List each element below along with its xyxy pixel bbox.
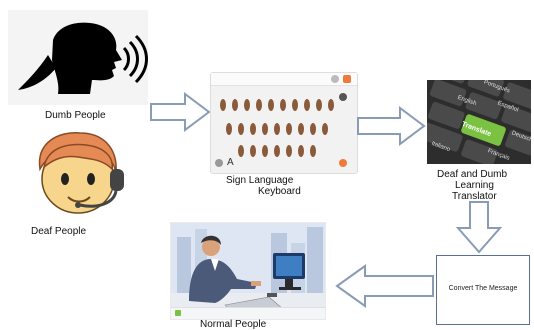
keyboard-key-letter: A [227, 157, 234, 168]
normal-people-node: Normal People [170, 222, 326, 330]
deaf-person-headset-icon [38, 132, 124, 214]
translate-keyboard-image: Português English Español Translate Deut… [427, 80, 531, 164]
arrow-to-keyboard [150, 92, 211, 132]
arrow-to-normal-people [335, 264, 434, 308]
sign-language-keyboard-node: A Sign Language Keyboard [210, 72, 358, 198]
translator-node: Português English Español Translate Deut… [427, 80, 531, 204]
dumb-people-node: Dumb People [8, 10, 148, 122]
convert-message-box: Convert The Message [436, 255, 530, 325]
speaking-head-icon [8, 10, 148, 105]
translator-label-line1: Deaf and Dumb [437, 169, 508, 180]
sign-language-keyboard-image: A [210, 72, 358, 174]
translator-label-line3: Translator [452, 191, 497, 202]
translator-label-line2: Learning [455, 180, 494, 191]
office-worker-image [170, 222, 326, 320]
keyboard-label-line2: Keyboard [258, 186, 301, 197]
deaf-people-label: Deaf People [31, 226, 87, 237]
dumb-people-label: Dumb People [45, 110, 106, 121]
convert-message-label: Convert The Message [448, 285, 518, 292]
arrow-to-translator [357, 106, 426, 146]
deaf-people-node: Deaf People [18, 125, 138, 237]
normal-people-label: Normal People [200, 319, 267, 330]
keyboard-label-line1: Sign Language [226, 175, 294, 186]
arrow-to-convert [455, 201, 503, 254]
